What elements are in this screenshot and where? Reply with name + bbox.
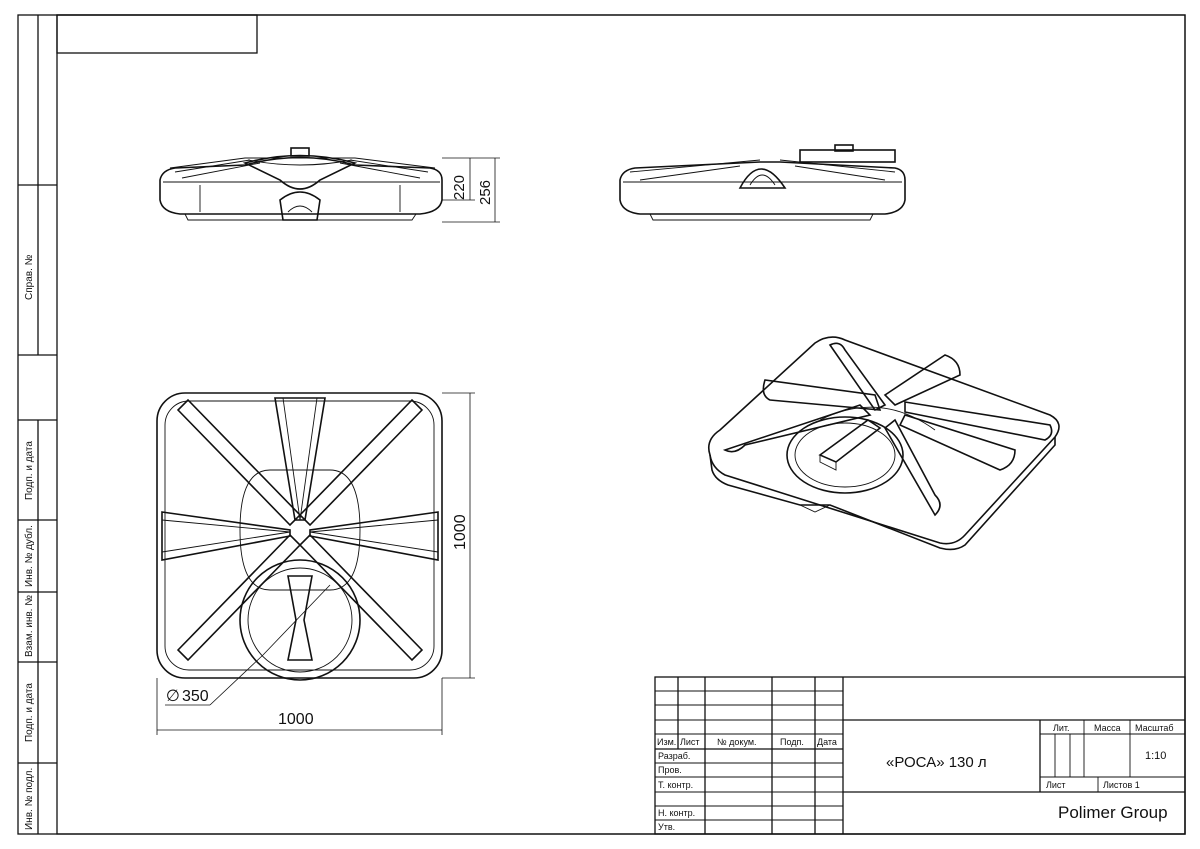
- scale-value: 1:10: [1145, 750, 1166, 762]
- front-view: [159, 147, 443, 221]
- scale-label: Масштаб: [1135, 723, 1174, 733]
- dim-height-220: 220: [451, 175, 468, 200]
- label-podp-data-1: Подп. и дата: [24, 441, 35, 500]
- dim-diameter-symbol: ∅: [166, 688, 180, 705]
- isometric-view: [707, 336, 1060, 551]
- title-block: Изм. Лист № докум. Подп. Дата Разраб. Пр…: [654, 676, 1186, 835]
- sheets-label: Листов 1: [1103, 780, 1140, 790]
- dim-side-1000: 1000: [452, 514, 469, 550]
- side-view: [619, 144, 906, 221]
- dim-diameter-350: 350: [182, 688, 209, 705]
- top-view: [156, 392, 443, 706]
- massa-label: Масса: [1094, 723, 1121, 733]
- role-utv: Утв.: [658, 822, 675, 832]
- dim-width-1000: 1000: [278, 711, 314, 728]
- lit-label: Лит.: [1053, 723, 1070, 733]
- role-t-kontr: Т. контр.: [658, 780, 693, 790]
- col-podp: Подп.: [780, 737, 804, 747]
- label-inv-podl: Инв. № подл.: [24, 768, 35, 830]
- role-n-kontr: Н. контр.: [658, 808, 695, 818]
- col-data: Дата: [817, 737, 837, 747]
- sheet-frame: [17, 14, 1186, 835]
- side-stamp-labels: Справ. № Подп. и дата Инв. № дубл. Взам.…: [23, 254, 35, 830]
- company-name: Polimer Group: [1058, 803, 1168, 822]
- sheet-label: Лист: [1046, 780, 1066, 790]
- label-inv-dubl: Инв. № дубл.: [23, 525, 35, 587]
- product-name: «РОСА» 130 л: [886, 754, 987, 771]
- plan-dimensions: 1000 1000 ∅ 350: [156, 392, 475, 735]
- role-prov: Пров.: [658, 765, 682, 775]
- col-izm: Изм.: [657, 737, 676, 747]
- col-doc-no: № докум.: [717, 737, 757, 747]
- dim-height-256: 256: [477, 180, 494, 205]
- role-razrab: Разраб.: [658, 751, 690, 761]
- label-vzam-inv: Взам. инв. №: [24, 595, 35, 657]
- label-podp-data-2: Подп. и дата: [24, 683, 35, 742]
- height-dimensions: 220 256: [442, 157, 500, 223]
- label-sprav: Справ. №: [24, 254, 35, 300]
- col-list: Лист: [680, 737, 700, 747]
